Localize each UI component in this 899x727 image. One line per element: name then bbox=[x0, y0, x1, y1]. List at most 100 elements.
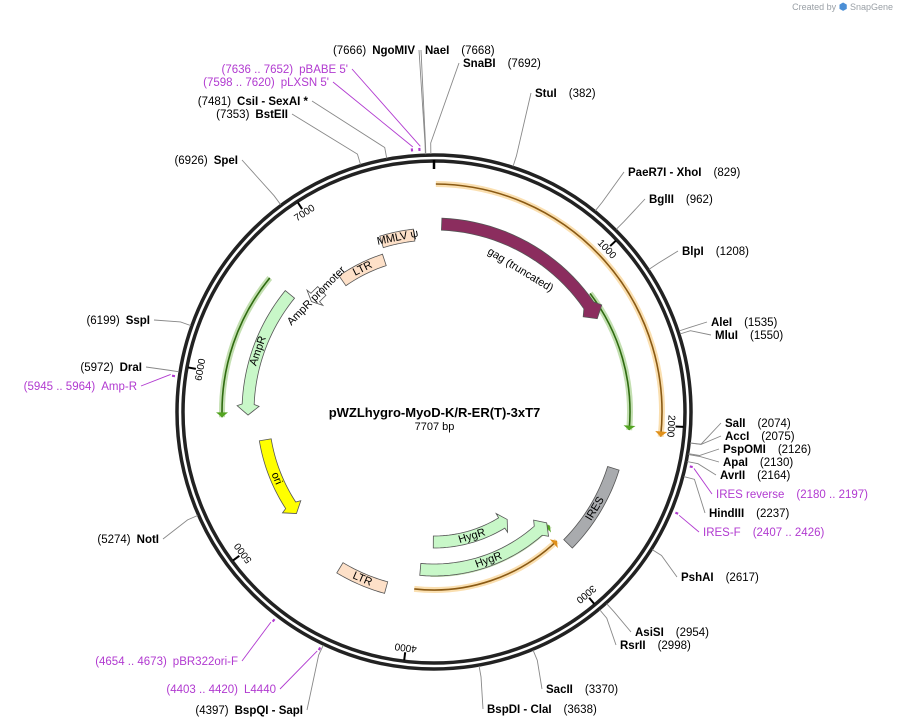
enzyme-label[interactable]: AvrII(2164) bbox=[720, 470, 791, 482]
enzyme-label[interactable]: StuI(382) bbox=[535, 88, 596, 100]
enzyme-label[interactable]: MluI(1550) bbox=[715, 330, 783, 342]
enzyme-position: (1550) bbox=[750, 330, 783, 342]
plasmid-name: pWZLhygro-MyoD-K/R-ER(T)-3xT7 bbox=[328, 405, 541, 420]
enzyme-position: (2954) bbox=[676, 627, 709, 639]
enzyme-label[interactable]: SalI(2074) bbox=[725, 418, 791, 430]
primer-leader bbox=[279, 650, 318, 690]
primer-range: (5945 .. 5964) bbox=[24, 381, 96, 393]
enzyme-leader bbox=[688, 448, 720, 456]
enzyme-label[interactable]: (6199) SspI bbox=[86, 315, 150, 327]
enzyme-position: (829) bbox=[714, 167, 741, 179]
enzyme-label[interactable]: PshAI(2617) bbox=[681, 572, 759, 584]
enzyme-leader bbox=[595, 171, 625, 211]
primer-label[interactable]: IRES reverse(2180 .. 2197) bbox=[716, 489, 868, 501]
feature-ampr bbox=[236, 290, 296, 416]
feature-label: MMLV ψ bbox=[376, 227, 420, 247]
credit-prefix: Created by bbox=[792, 2, 837, 12]
enzyme-position: (7668) bbox=[461, 45, 494, 57]
feature-label: IRES bbox=[583, 495, 607, 523]
enzyme-leader bbox=[478, 665, 484, 710]
feature-ampr-promoter bbox=[306, 286, 327, 307]
enzyme-leader bbox=[241, 159, 281, 205]
enzyme-name: AsiSI bbox=[635, 627, 664, 639]
tick-mark bbox=[232, 554, 240, 562]
enzyme-label[interactable]: RsrII(2998) bbox=[620, 640, 691, 652]
enzyme-label[interactable]: (7353)BstEII bbox=[216, 109, 288, 121]
enzyme-leader bbox=[153, 319, 192, 327]
enzyme-position: (7353) bbox=[216, 109, 249, 121]
enzyme-position: (1535) bbox=[744, 317, 777, 329]
enzyme-name: DraI bbox=[120, 362, 142, 374]
enzyme-name: NgoMIV bbox=[372, 45, 415, 57]
enzyme-name: SspI bbox=[126, 315, 150, 327]
feature-gag-truncated- bbox=[441, 217, 603, 320]
enzyme-label[interactable]: AsiSI (2954) bbox=[635, 627, 709, 639]
primer-label[interactable]: IRES-F(2407 .. 2426) bbox=[703, 527, 824, 539]
enzyme-leader bbox=[683, 476, 706, 514]
enzyme-position: (7666) bbox=[333, 45, 366, 57]
enzyme-position: (7692) bbox=[508, 58, 541, 70]
enzyme-leader bbox=[679, 330, 712, 336]
enzyme-position: (2074) bbox=[757, 418, 790, 430]
enzyme-leader bbox=[306, 644, 324, 711]
primer-label[interactable]: (4654 .. 4673)pBR322ori-F bbox=[95, 656, 238, 668]
enzyme-position: (2164) bbox=[757, 470, 790, 482]
enzyme-label[interactable]: SnaBI (7692) bbox=[463, 58, 541, 70]
primer-name: L4440 bbox=[244, 684, 276, 696]
tick-mark bbox=[403, 652, 407, 661]
enzyme-leader bbox=[648, 250, 679, 270]
primer-label[interactable]: (7636 .. 7652)pBABE 5' bbox=[222, 64, 348, 76]
enzyme-label[interactable]: (7481)CsiI - SexAI * bbox=[198, 96, 309, 108]
primer-range: (4403 .. 4420) bbox=[166, 684, 238, 696]
enzyme-label[interactable]: (5972)DraI bbox=[80, 362, 142, 374]
enzyme-leader bbox=[291, 113, 362, 165]
enzyme-position: (382) bbox=[569, 88, 596, 100]
enzyme-label[interactable]: (7666) NgoMIV bbox=[333, 45, 415, 57]
enzyme-label[interactable]: (5274)NotI bbox=[97, 534, 159, 546]
feature-mmlv- bbox=[379, 228, 416, 249]
enzyme-label[interactable]: HindIII(2237) bbox=[709, 508, 790, 520]
enzyme-leader bbox=[145, 366, 180, 373]
enzyme-label[interactable]: AccI(2075) bbox=[725, 431, 795, 443]
primer-name: pLXSN 5' bbox=[281, 77, 329, 89]
enzyme-leader bbox=[512, 92, 532, 167]
primer-label[interactable]: (5945 .. 5964) Amp-R bbox=[24, 381, 137, 393]
orf-arrowhead bbox=[216, 412, 229, 418]
feature-ltr bbox=[338, 253, 387, 287]
primer-name: Amp-R bbox=[101, 381, 137, 393]
enzyme-leader bbox=[651, 549, 678, 578]
enzyme-label[interactable]: BglII(962) bbox=[649, 194, 713, 206]
primer-name: IRES reverse bbox=[716, 489, 784, 501]
enzyme-position: (6199) bbox=[86, 315, 119, 327]
enzyme-name: AccI bbox=[725, 431, 749, 443]
enzyme-label[interactable]: AleI(1535) bbox=[711, 317, 778, 329]
primer-leader bbox=[351, 68, 421, 147]
enzyme-position: (7481) bbox=[198, 96, 231, 108]
feature-label: ori bbox=[269, 471, 285, 487]
enzyme-position: (2130) bbox=[760, 457, 793, 469]
primer-leader bbox=[693, 468, 713, 495]
enzyme-name: BglII bbox=[649, 194, 674, 206]
tick-mark bbox=[296, 201, 303, 210]
enzyme-label[interactable]: SacII(3370) bbox=[546, 684, 618, 696]
tick-label: 6000 bbox=[194, 357, 209, 381]
enzyme-name: RsrII bbox=[620, 640, 646, 652]
enzyme-label[interactable]: NaeI(7668) bbox=[425, 45, 495, 57]
primer-label[interactable]: (7598 .. 7620)pLXSN 5' bbox=[203, 77, 329, 89]
enzyme-name: PspOMI bbox=[723, 444, 766, 456]
primer-name: IRES-F bbox=[703, 527, 741, 539]
enzyme-label[interactable]: (4397)BspQI - SapI bbox=[195, 705, 303, 717]
primer-label[interactable]: (4403 .. 4420) L4440 bbox=[166, 684, 276, 696]
enzyme-leader bbox=[688, 454, 720, 463]
enzyme-label[interactable]: PaeR7I - XhoI(829) bbox=[628, 167, 741, 179]
primer-name: pBR322ori-F bbox=[173, 656, 238, 668]
enzyme-name: SnaBI bbox=[463, 58, 496, 70]
enzyme-label[interactable]: BspDI - ClaI(3638) bbox=[487, 704, 597, 716]
enzyme-label[interactable]: BlpI(1208) bbox=[682, 246, 749, 258]
enzyme-leader bbox=[615, 198, 646, 230]
enzyme-label[interactable]: ApaI(2130) bbox=[723, 457, 793, 469]
enzyme-label[interactable]: PspOMI(2126) bbox=[723, 444, 811, 456]
enzyme-position: (5274) bbox=[97, 534, 130, 546]
enzyme-label[interactable]: (6926)SpeI bbox=[174, 155, 238, 167]
enzyme-name: BspDI - ClaI bbox=[487, 704, 552, 716]
